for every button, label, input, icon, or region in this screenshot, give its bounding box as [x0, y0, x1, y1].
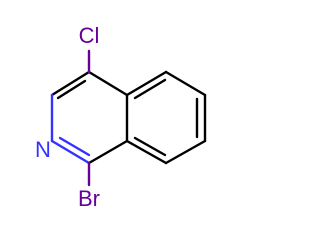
nitrogen-label: N: [35, 137, 51, 162]
bond-c4a-c5: [125, 70, 168, 97]
bond-c5-c6: [164, 70, 207, 97]
bond-c1-c8a: [87, 139, 129, 165]
bond-n2-c1: [50, 139, 91, 165]
bond-c8-c8a: [125, 139, 168, 165]
bond-c4a-c4: [87, 70, 129, 97]
chlorine-label: Cl: [79, 23, 100, 48]
bromine-label: Br: [78, 186, 100, 211]
molecule-diagram: Cl N Br: [35, 23, 207, 211]
bond-c7-c8: [164, 139, 207, 165]
bond-n2-c1-double: [58, 136, 91, 157]
bond-c4a-c5-double: [133, 78, 167, 100]
bond-c4-c3-double: [56, 79, 87, 100]
bond-c4-c3: [50, 70, 91, 97]
bond-c8-c8a-double: [133, 136, 167, 157]
